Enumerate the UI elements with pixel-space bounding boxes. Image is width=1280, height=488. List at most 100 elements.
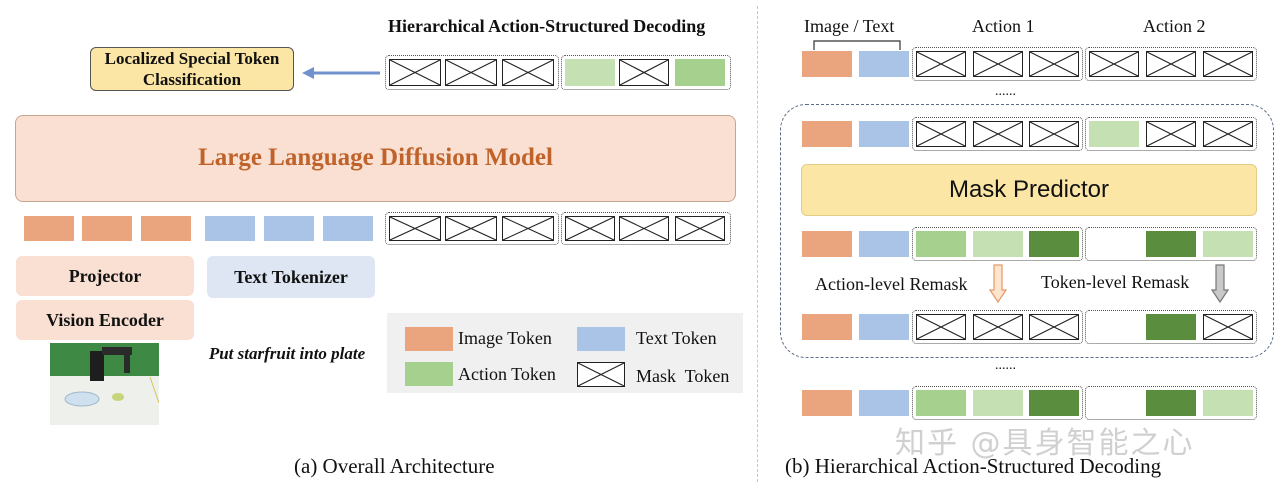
mask-token <box>445 59 497 86</box>
mask-token <box>445 216 497 241</box>
row5-action-group-2 <box>1085 386 1257 420</box>
text-token <box>323 216 373 241</box>
vision-encoder-label: Vision Encoder <box>46 310 164 330</box>
image-token <box>802 121 852 147</box>
text-tokenizer-label: Text Tokenizer <box>234 267 348 287</box>
input-action-group-1 <box>385 212 559 245</box>
mask-token <box>1029 51 1079 77</box>
watermark: 知乎 @具身智能之心 <box>895 426 1195 461</box>
image-text-label: Image / Text <box>804 16 895 36</box>
image-token <box>802 390 852 416</box>
legend-image-swatch <box>405 327 453 351</box>
observation-image <box>50 343 159 425</box>
top-action-group-2 <box>561 55 731 90</box>
text-token <box>859 51 909 77</box>
mask-token <box>1089 51 1139 77</box>
action-token <box>1089 121 1139 147</box>
action1-label: Action 1 <box>972 16 1035 36</box>
action2-label: Action 2 <box>1143 16 1206 36</box>
mask-token <box>1146 51 1196 77</box>
image-token <box>141 216 191 241</box>
instruction-text: Put starfruit into plate <box>208 344 366 363</box>
action-token <box>1146 314 1196 340</box>
top-action-group-1 <box>385 55 559 90</box>
image-token <box>802 314 852 340</box>
input-action-group-2 <box>561 212 731 245</box>
token-remask-label: Token-level Remask <box>1041 272 1190 292</box>
mask-token <box>502 216 554 241</box>
action-token <box>1203 231 1253 257</box>
action-token <box>1146 390 1196 416</box>
arrow-left-icon <box>302 67 380 79</box>
row4-action-group-1 <box>912 310 1083 344</box>
row2-action-group-1 <box>912 117 1083 151</box>
legend-action-swatch <box>405 362 453 386</box>
row5-action-group-1 <box>912 386 1083 420</box>
legend-text-swatch <box>577 327 625 351</box>
mask-token <box>675 216 725 241</box>
mask-token <box>1029 121 1079 147</box>
text-tokenizer-box <box>207 256 375 298</box>
image-token <box>802 51 852 77</box>
action-token <box>565 59 615 86</box>
action-token <box>973 231 1023 257</box>
mask-token <box>1203 121 1253 147</box>
row2-action-group-2 <box>1085 117 1257 151</box>
text-token <box>859 231 909 257</box>
token-remask-arrow-icon <box>1211 264 1229 304</box>
action-remask-label: Action-level Remask <box>815 274 968 294</box>
row3-action-group-1 <box>912 227 1083 261</box>
image-token <box>82 216 132 241</box>
row1-action-group-2 <box>1085 47 1257 81</box>
legend-mask-swatch <box>577 362 625 387</box>
decoding-title: Hierarchical Action-Structured Decoding <box>388 16 706 36</box>
mask-token <box>916 314 966 340</box>
mask-predictor-label: Mask Predictor <box>948 176 1110 203</box>
action-token <box>1146 231 1196 257</box>
action-token <box>1203 390 1253 416</box>
mask-token <box>916 51 966 77</box>
caption-b: (b) Hierarchical Action-Structured Decod… <box>785 454 1162 478</box>
legend-text-label: Text Token <box>636 328 717 348</box>
text-token <box>859 121 909 147</box>
mask-token <box>565 216 615 241</box>
row4-action-group-2 <box>1085 310 1257 344</box>
mask-token <box>1203 51 1253 77</box>
mask-token <box>502 59 554 86</box>
mask-predictor-box <box>801 164 1257 216</box>
action-remask-arrow-icon <box>989 264 1007 304</box>
action-token <box>1029 231 1079 257</box>
text-token <box>859 390 909 416</box>
action-token <box>973 390 1023 416</box>
mask-token <box>389 216 441 241</box>
mask-token <box>973 51 1023 77</box>
mask-token <box>1203 314 1253 340</box>
projector-label: Projector <box>68 266 142 286</box>
text-token <box>264 216 314 241</box>
iteration-container <box>780 104 1274 358</box>
classification-label: Localized Special Token Classification <box>104 49 280 89</box>
image-text-bracket <box>813 40 901 50</box>
row3-action-group-2 <box>1085 227 1257 261</box>
text-token <box>859 314 909 340</box>
legend-mask-label: Mask Token <box>636 366 730 386</box>
mask-token <box>389 59 441 86</box>
caption-a: (a) Overall Architecture <box>294 454 495 478</box>
action-token <box>1029 390 1079 416</box>
action-token <box>916 390 966 416</box>
row1-action-group-1 <box>912 47 1083 81</box>
image-token <box>802 231 852 257</box>
ellipsis-bottom: ...... <box>995 358 1016 373</box>
llm-box <box>15 115 736 202</box>
mask-token <box>619 216 669 241</box>
mask-token <box>916 121 966 147</box>
legend-action-label: Action Token <box>458 364 556 384</box>
ellipsis-top: ...... <box>995 84 1016 99</box>
mask-token <box>619 59 669 86</box>
panel-divider <box>757 6 758 482</box>
vision-encoder-box <box>16 300 194 340</box>
legend-image-label: Image Token <box>458 328 552 348</box>
mask-token <box>973 121 1023 147</box>
mask-token <box>1146 121 1196 147</box>
